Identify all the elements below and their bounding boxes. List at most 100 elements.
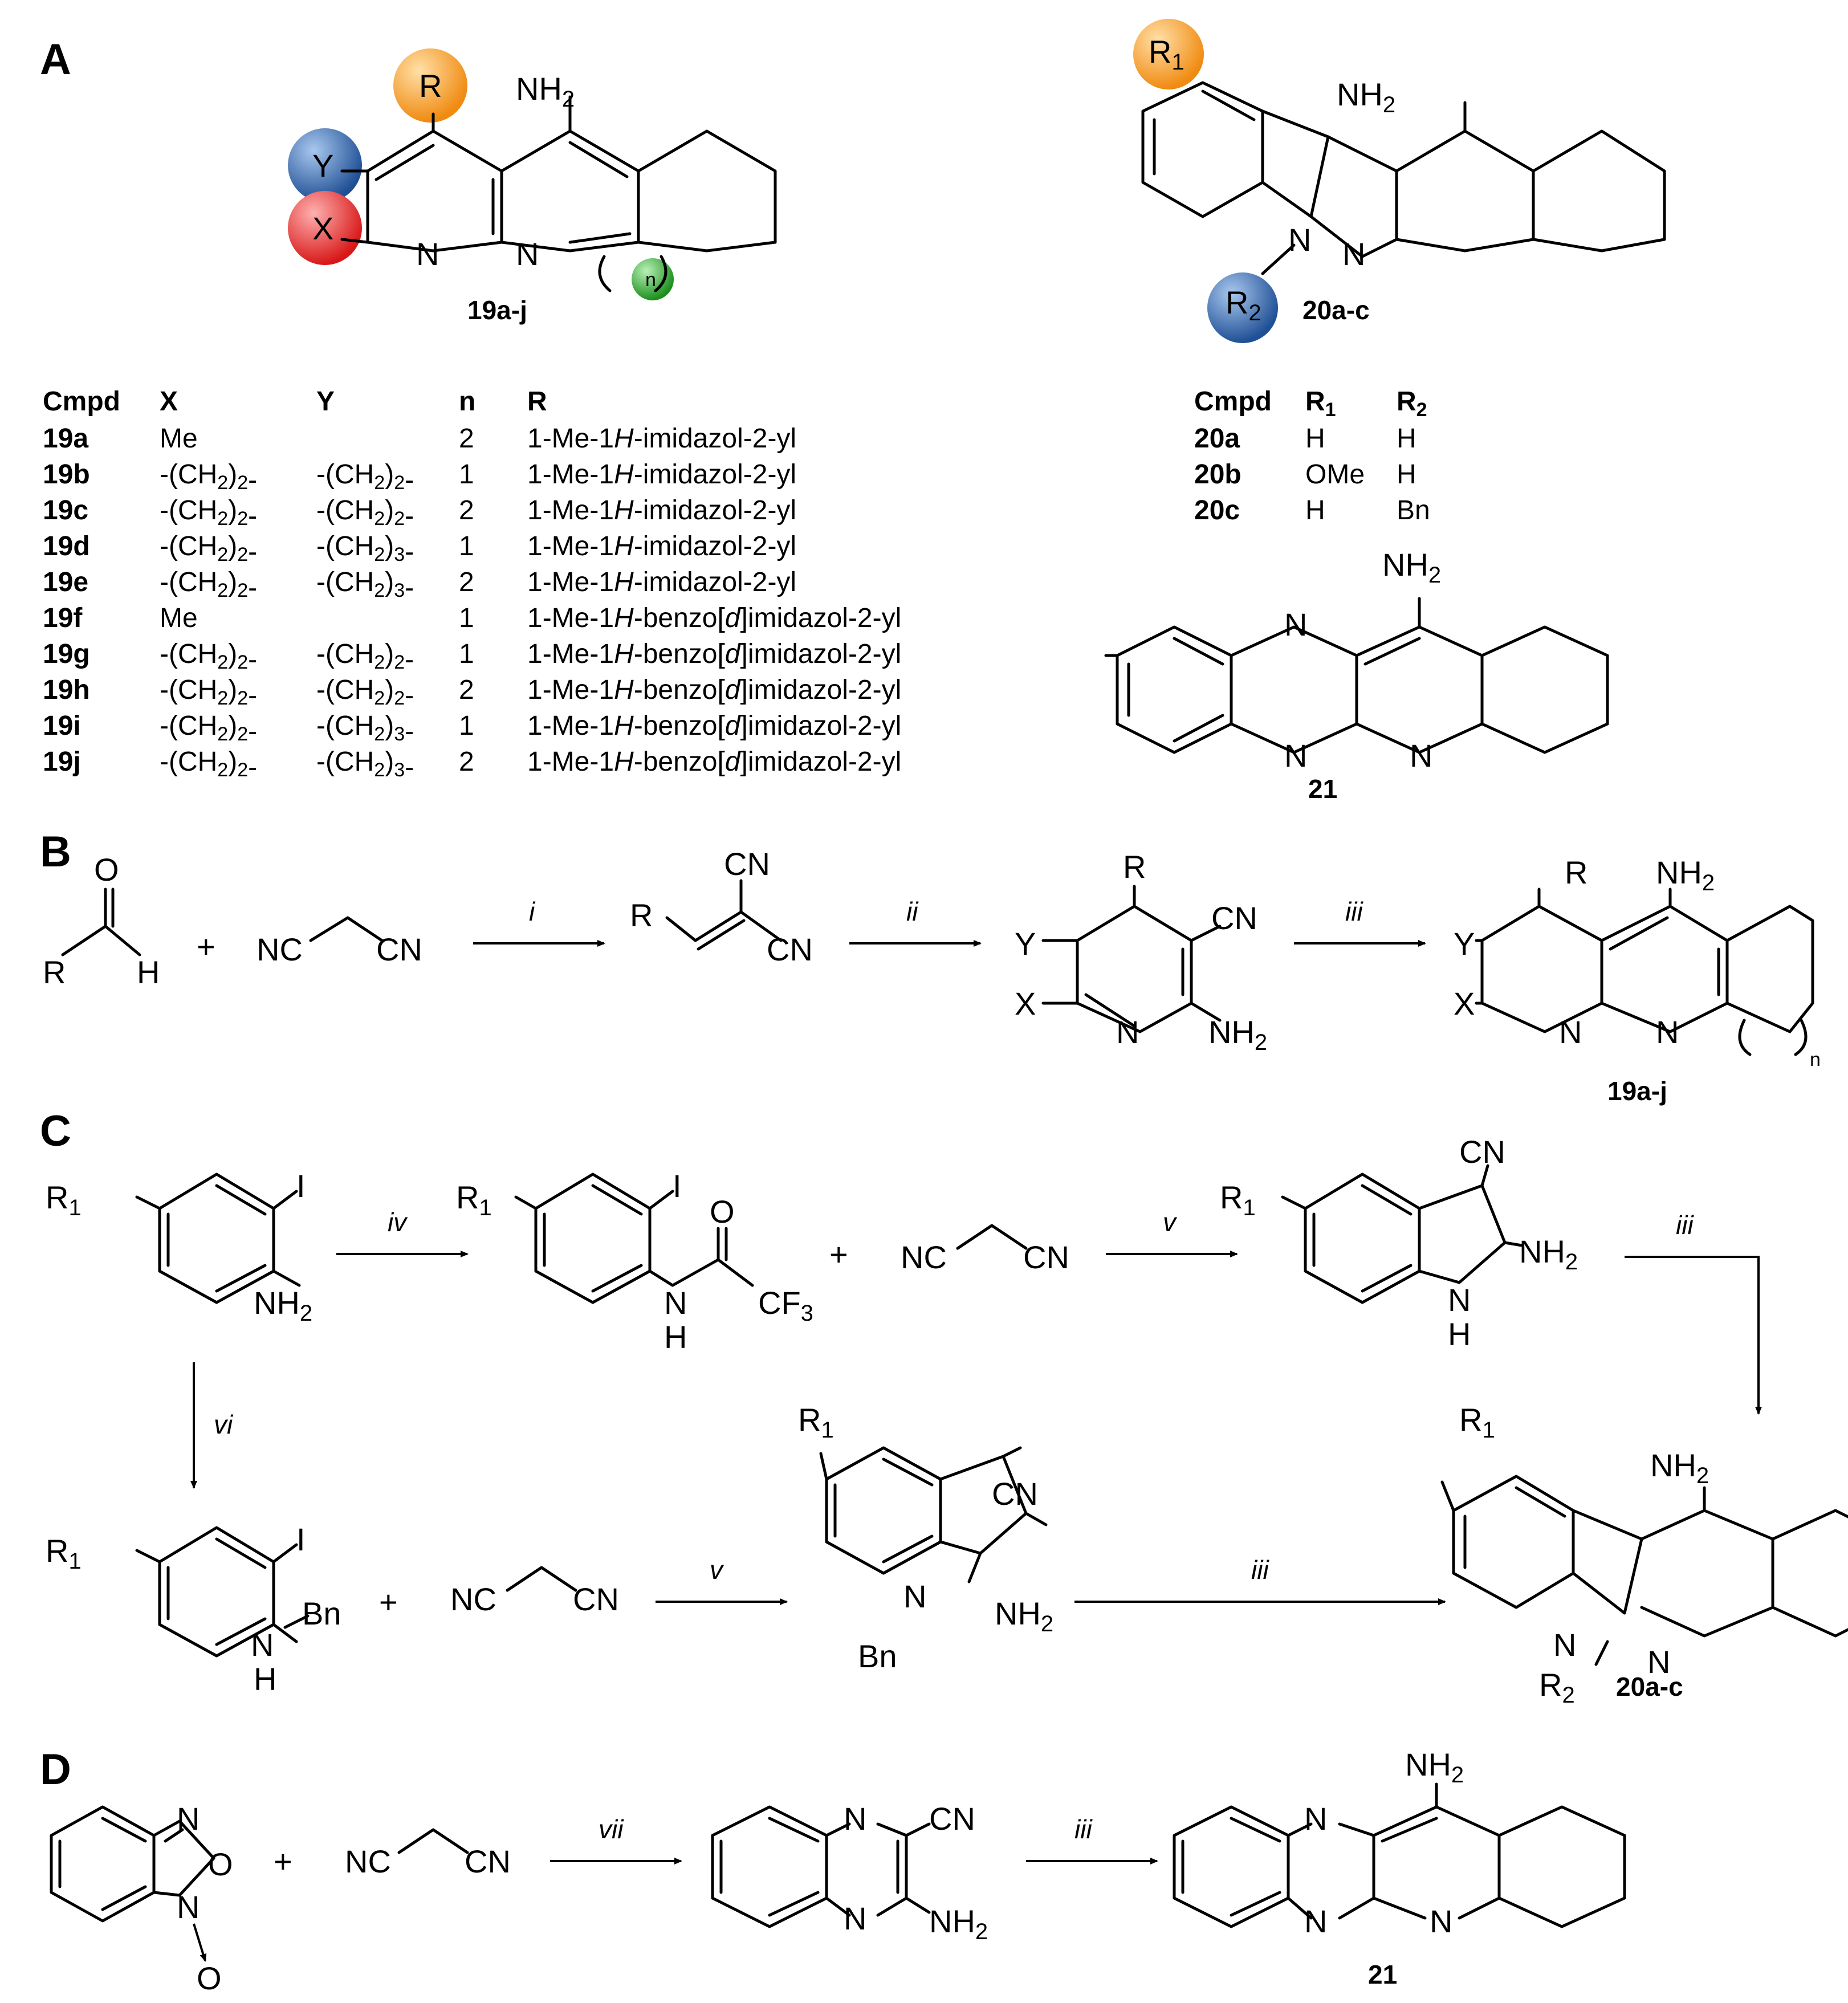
reagent-label: vii (599, 1814, 624, 1844)
table-cell: 1 (459, 459, 474, 490)
reagent-label: v (710, 1555, 724, 1585)
atom-label: NH2 (995, 1595, 1053, 1636)
table-cell: -(CH2)3- (316, 711, 414, 747)
atom-label: CF3 (758, 1285, 813, 1326)
atom-label: N (1559, 1014, 1582, 1050)
atom-label: CN (767, 931, 813, 967)
table-row-cmpd: 19c (43, 495, 88, 526)
atom-label: NH2 (1208, 1014, 1267, 1055)
table-cell: H (1397, 459, 1416, 490)
table-cell: 2 (459, 424, 474, 454)
table-cell: -(CH2)3- (316, 531, 414, 567)
atom-label: NC (901, 1239, 947, 1275)
atom-label: R (1123, 849, 1146, 885)
atom-label: NC (257, 931, 303, 967)
table-cell: 1-Me-1H-benzo[d]imidazol-2-yl (527, 603, 901, 633)
atom-label: R2 (1539, 1667, 1575, 1708)
atom-label: R (1565, 854, 1588, 890)
atom-label: I (296, 1168, 306, 1204)
atom-label: NH2 (1519, 1233, 1578, 1275)
table-cell: -(CH2)2- (160, 567, 257, 603)
atom-label: X (1454, 986, 1475, 1021)
reagent-label: iii (1074, 1814, 1093, 1844)
atom-label: NH2 (1650, 1447, 1709, 1488)
panel-label-d: D (40, 1745, 71, 1794)
table-row-cmpd: 19j (43, 747, 81, 777)
atom-label: N (1304, 1903, 1327, 1939)
atom-label: R (419, 68, 442, 104)
atom-label: Y (1015, 926, 1036, 962)
atom-label: n (1810, 1049, 1821, 1070)
atom-label: N (1284, 738, 1307, 773)
atom-label: NH2 (929, 1903, 988, 1944)
atom-label: H (664, 1319, 687, 1355)
table-row-cmpd: 19g (43, 639, 90, 669)
atom-label: R1 (1220, 1179, 1256, 1220)
table-cell: 1-Me-1H-imidazol-2-yl (527, 424, 796, 454)
atom-label: N (1288, 222, 1311, 258)
substituent-y-sphere (288, 128, 362, 202)
atom-label: H (137, 954, 160, 990)
atom-label: N (1342, 236, 1365, 272)
atom-label: NH2 (1337, 76, 1395, 117)
atom-label: CN (376, 931, 422, 967)
atom-label: O (208, 1846, 233, 1882)
scheme-c: R1 I NH2 iv R1 I O N H CF3 + NC CN v R1 … (46, 1134, 1848, 1708)
table-cell: Me (160, 424, 198, 454)
table-header: Cmpd (43, 386, 120, 417)
atom-label: N (177, 1801, 200, 1837)
atom-label: X (1015, 986, 1036, 1021)
atom-label: N (1430, 1903, 1452, 1939)
table-cell: 1 (459, 603, 474, 633)
atom-label: R1 (46, 1533, 82, 1574)
atom-label: X (312, 210, 333, 246)
compound-label-19: 19a-j (467, 295, 527, 325)
reagent-label: iii (1345, 897, 1363, 926)
atom-label: N (844, 1801, 866, 1837)
table-cell: -(CH2)2- (160, 711, 257, 747)
table-cell: -(CH2)2- (160, 459, 257, 495)
table-cell: OMe (1305, 459, 1365, 490)
table-row-cmpd: 20a (1194, 424, 1240, 454)
table-cell: -(CH2)2- (160, 639, 257, 675)
panel-label-a: A (40, 35, 71, 84)
table-row-cmpd: 20b (1194, 459, 1242, 490)
table-header: Cmpd (1194, 386, 1272, 417)
table-row-cmpd: 19a (43, 424, 88, 454)
atom-label: Y (312, 148, 333, 184)
atom-label: NH2 (1405, 1746, 1464, 1788)
table-cell: 1-Me-1H-imidazol-2-yl (527, 459, 796, 490)
compound-label-21-d: 21 (1368, 1960, 1397, 1989)
substituent-r1-sphere (1133, 19, 1204, 89)
atom-label: R1 (798, 1402, 834, 1443)
atom-label: R (43, 954, 66, 990)
atom-label: R1 (456, 1179, 492, 1220)
table-cell: -(CH2)2- (316, 495, 414, 531)
atom-label: CN (465, 1843, 511, 1879)
table-cell: -(CH2)2- (316, 675, 414, 711)
table-cell: -(CH2)2- (316, 639, 414, 675)
substituent-n-sphere (632, 258, 674, 300)
table-cell: -(CH2)2- (316, 459, 414, 495)
table-row-cmpd: 19b (43, 459, 90, 490)
reagent-label: v (1163, 1207, 1178, 1237)
table-cell: H (1305, 495, 1325, 526)
table-row-cmpd: 20c (1194, 495, 1240, 526)
table-cell: 2 (459, 495, 474, 526)
reagent-label: iii (1676, 1210, 1694, 1240)
atom-label: CN (929, 1801, 975, 1837)
table-header: R (527, 386, 547, 417)
substituent-r2-sphere (1207, 272, 1278, 343)
atom-label: N (1304, 1801, 1327, 1837)
table-row-cmpd: 19h (43, 675, 90, 705)
atom-label: Y (1454, 926, 1475, 962)
atom-label: R1 (1459, 1402, 1495, 1443)
atom-label: N (1656, 1014, 1679, 1050)
table-cell: 1 (459, 711, 474, 741)
table-header: R2 (1397, 386, 1427, 421)
atom-label: N (1116, 1014, 1139, 1050)
table-cell: -(CH2)2- (160, 747, 257, 783)
panel-label-c: C (40, 1107, 71, 1155)
